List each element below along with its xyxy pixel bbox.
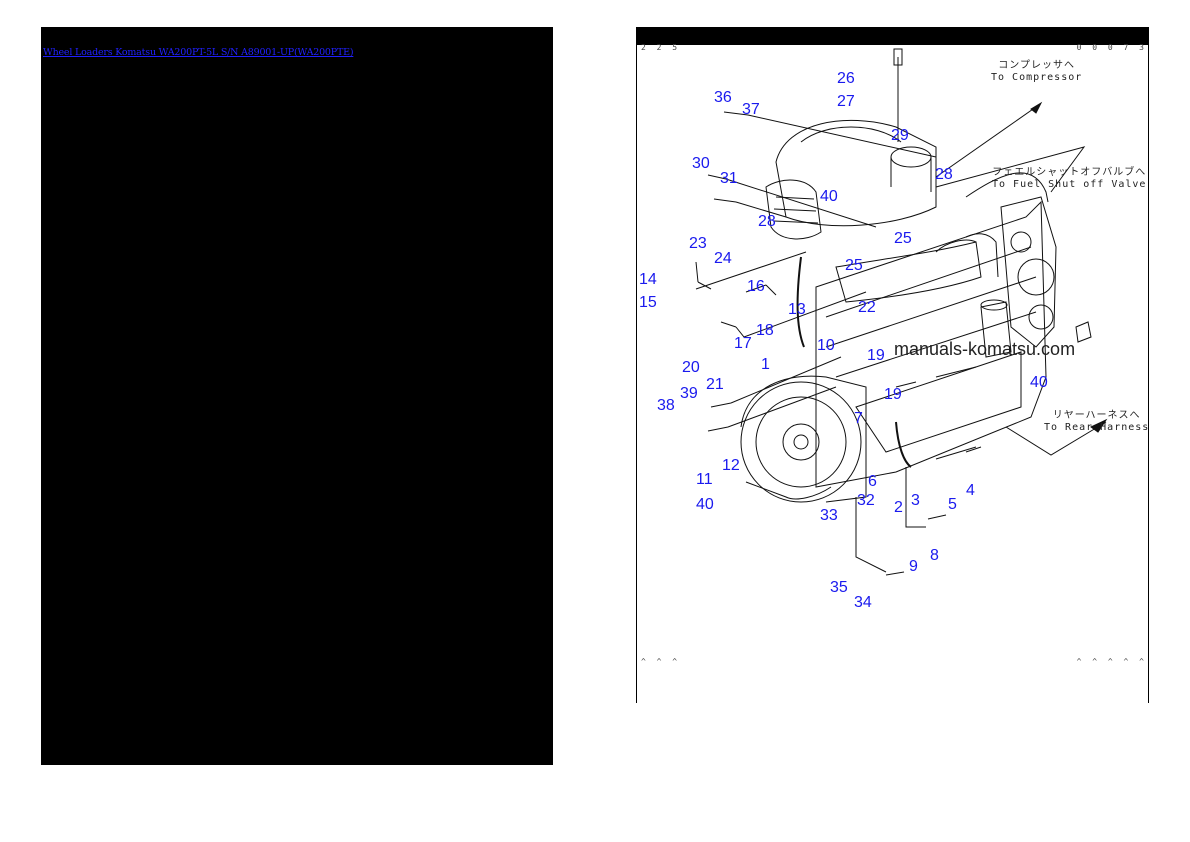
annotation-to-rear-harness: リヤーハーネスへ To Rear Harness — [1044, 410, 1149, 434]
part-callout-1: 1 — [761, 356, 770, 373]
part-callout-37: 37 — [742, 101, 760, 118]
part-callout-5: 5 — [948, 496, 957, 513]
part-callout-40: 40 — [696, 496, 714, 513]
part-callout-16: 16 — [747, 278, 765, 295]
part-callout-39: 39 — [680, 385, 698, 402]
annotation-to-fuel-shutoff-valve: フェエルシャットオフバルブへ To Fuel Shut off Valve — [992, 167, 1146, 191]
annotation-to-compressor: コンプレッサへ To Compressor — [991, 60, 1082, 84]
part-callout-17: 17 — [734, 335, 752, 352]
annotation-jp: フェエルシャットオフバルブへ — [992, 167, 1147, 178]
page-header-bar — [636, 27, 1149, 45]
part-callout-26: 26 — [837, 70, 855, 87]
part-callout-36: 36 — [714, 89, 732, 106]
part-callout-33: 33 — [820, 507, 838, 524]
page-border-right — [1148, 45, 1149, 703]
part-callout-28: 28 — [758, 213, 776, 230]
document-viewer-panel: Wheel Loaders Komatsu WA200PT-5L S/N A89… — [41, 27, 553, 765]
part-callout-15: 15 — [639, 294, 657, 311]
part-callout-32: 32 — [857, 492, 875, 509]
part-callout-3: 3 — [911, 492, 920, 509]
part-callout-24: 24 — [714, 250, 732, 267]
part-callout-38: 38 — [657, 397, 675, 414]
part-callout-22: 22 — [858, 299, 876, 316]
page-border-left — [636, 45, 637, 703]
part-callout-21: 21 — [706, 376, 724, 393]
page-code-bottom-left: ^ ^ ^ — [641, 657, 681, 666]
part-callout-19: 19 — [867, 347, 885, 364]
part-callout-40: 40 — [1030, 374, 1048, 391]
page-code-top-right: 0 0 0 7 3 — [1076, 43, 1147, 52]
part-callout-6: 6 — [868, 473, 877, 490]
part-callout-23: 23 — [689, 235, 707, 252]
part-callout-8: 8 — [930, 547, 939, 564]
part-callout-2: 2 — [894, 499, 903, 516]
part-callout-30: 30 — [692, 155, 710, 172]
part-callout-35: 35 — [830, 579, 848, 596]
annotation-jp: コンプレッサへ — [998, 60, 1075, 71]
part-callout-25: 25 — [894, 230, 912, 247]
part-callout-7: 7 — [854, 410, 863, 427]
part-callout-14: 14 — [639, 271, 657, 288]
annotation-en: To Rear Harness — [1044, 422, 1150, 433]
engine-harness-diagram — [695, 48, 1108, 576]
annotation-en: To Compressor — [991, 72, 1083, 83]
model-title-link[interactable]: Wheel Loaders Komatsu WA200PT-5L S/N A89… — [43, 47, 354, 58]
annotation-jp: リヤーハーネスへ — [1052, 410, 1141, 421]
part-callout-31: 31 — [720, 170, 738, 187]
part-callout-27: 27 — [837, 93, 855, 110]
part-callout-25: 25 — [845, 257, 863, 274]
part-callout-18: 18 — [756, 322, 774, 339]
part-callout-4: 4 — [966, 482, 975, 499]
part-callout-10: 10 — [817, 337, 835, 354]
part-callout-19: 19 — [884, 386, 902, 403]
part-callout-40: 40 — [820, 188, 838, 205]
watermark-text: manuals-komatsu.com — [894, 339, 1076, 359]
part-callout-29: 29 — [891, 127, 909, 144]
parts-diagram-page: 2 2 5 0 0 0 7 3 ^ ^ ^ ^ ^ ^ ^ ^ — [636, 27, 1149, 703]
part-callout-20: 20 — [682, 359, 700, 376]
page-code-bottom-right: ^ ^ ^ ^ ^ — [1076, 657, 1147, 666]
part-callout-9: 9 — [909, 558, 918, 575]
part-callout-13: 13 — [788, 301, 806, 318]
page-code-top-left: 2 2 5 — [641, 43, 681, 52]
part-callout-12: 12 — [722, 457, 740, 474]
part-callout-28: 28 — [935, 166, 953, 183]
part-callout-11: 11 — [696, 471, 713, 488]
part-callout-34: 34 — [854, 594, 872, 611]
annotation-en: To Fuel Shut off Valve — [992, 179, 1147, 190]
